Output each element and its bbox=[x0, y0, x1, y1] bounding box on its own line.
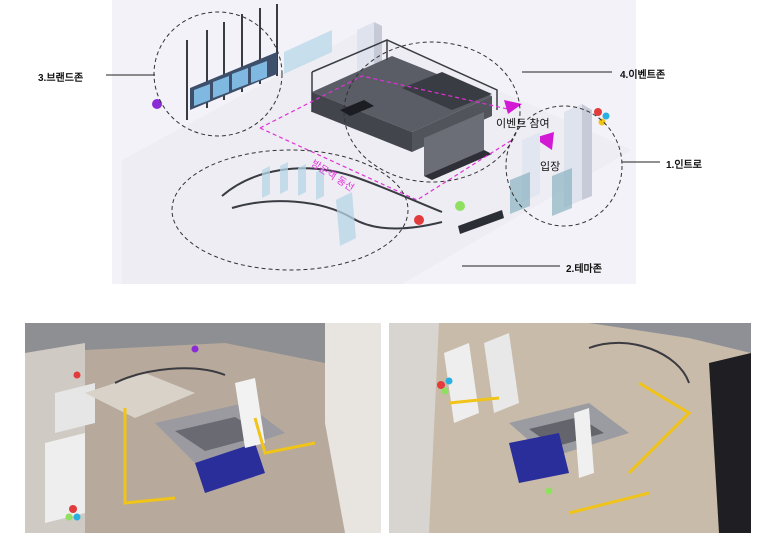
brand-zone-label: 3.브랜드존 bbox=[38, 73, 84, 84]
event-zone-circle bbox=[343, 41, 521, 183]
render-view-left bbox=[25, 323, 381, 533]
intro-zone-circle bbox=[505, 105, 623, 227]
brand-zone-circle bbox=[153, 11, 283, 137]
event-participation-label: 이벤트 참여 bbox=[496, 118, 550, 130]
event-frame bbox=[311, 39, 498, 112]
balloon-green bbox=[455, 201, 465, 211]
event-zone-label: 4.이벤트존 bbox=[620, 70, 666, 81]
zone-circles bbox=[153, 11, 623, 271]
balloon-red bbox=[414, 215, 424, 225]
render-view-right bbox=[389, 323, 751, 533]
floor bbox=[122, 30, 632, 284]
coil-object bbox=[458, 210, 504, 234]
theme-zone-label: 2.테마존 bbox=[566, 264, 602, 275]
pink-triangle-arrow-icon bbox=[504, 100, 522, 114]
theme-glass bbox=[262, 162, 356, 246]
visitor-flow-path bbox=[259, 75, 513, 201]
intro-zone-label: 1.인트로 bbox=[666, 160, 702, 171]
tower bbox=[357, 22, 374, 78]
brand-panels bbox=[190, 52, 277, 110]
glass-panel bbox=[284, 30, 332, 74]
theme-zone-circle bbox=[171, 149, 409, 271]
diagram-canvas bbox=[122, 4, 632, 284]
entrance-label: 입장 bbox=[540, 161, 561, 173]
isometric-diagram: 이벤트 참여 입장 방문객 동선 bbox=[112, 0, 636, 284]
balloon bbox=[152, 99, 162, 109]
